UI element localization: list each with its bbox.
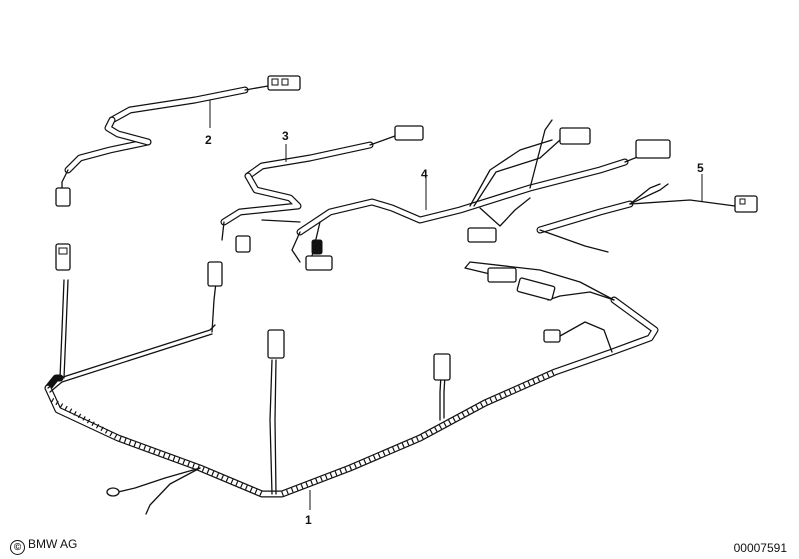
callout-leaders — [209, 100, 703, 510]
harness-5 — [536, 183, 758, 253]
harness-2 — [55, 75, 301, 207]
callout-1: 1 — [305, 513, 312, 527]
copyright-text: BMW AG — [28, 537, 78, 551]
main-harness — [44, 261, 659, 515]
harness-4 — [291, 119, 671, 271]
copyright-notice: ©BMW AG — [10, 537, 77, 555]
figure-number: 00007591 — [733, 541, 787, 555]
callout-2: 2 — [205, 133, 212, 147]
callout-5: 5 — [697, 161, 704, 175]
main-harness-connectors — [55, 243, 561, 381]
callout-4: 4 — [421, 167, 428, 181]
copyright-icon: © — [10, 540, 25, 555]
callout-3: 3 — [282, 129, 289, 143]
harness-3 — [220, 125, 424, 253]
